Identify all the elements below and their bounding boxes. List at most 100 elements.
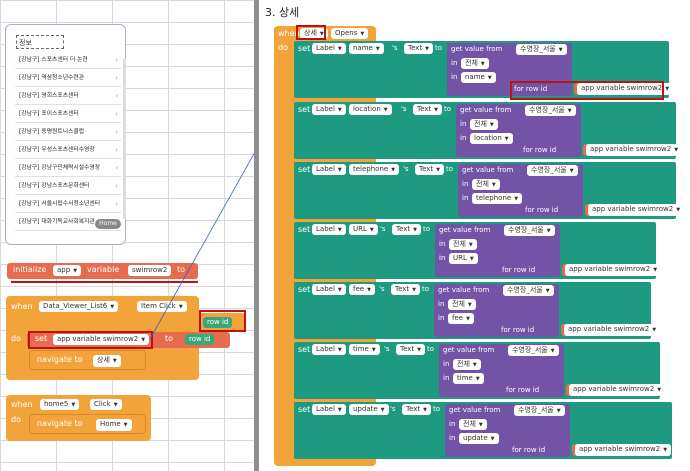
sheet-text: 전체 [474,120,487,128]
sheet-dropdown[interactable]: 전체▼ [461,58,489,69]
row-variable-dropdown[interactable]: app variable swimrow2▼ [586,144,683,156]
data-source-dropdown[interactable]: 수영장_서울▼ [508,345,559,356]
row-variable-dropdown[interactable]: app variable swimrow2▼ [577,83,674,95]
component-type-dropdown[interactable]: Label▼ [312,164,346,175]
row-variable-dropdown[interactable]: app variable swimrow2▼ [564,324,661,336]
list-item[interactable]: [강남구] 동명원트니스클럽› [15,123,121,141]
variable-name-field[interactable]: swimrow2 [128,265,172,276]
label-name-dropdown[interactable]: name▼ [349,43,384,54]
property-dropdown[interactable]: Text▼ [391,284,421,295]
data-source-dropdown[interactable]: 수영장_서울▼ [527,165,578,176]
screen-dropdown[interactable]: Home▼ [96,419,132,431]
column-dropdown[interactable]: name▼ [461,72,496,83]
component-type-dropdown[interactable]: Label▼ [312,344,346,355]
list-item[interactable]: [강남구] 역삼청소년수련관› [15,69,121,87]
data-source-dropdown[interactable]: 수영장_서울▼ [514,405,565,416]
label-name-dropdown[interactable]: time▼ [349,344,380,355]
event-dropdown[interactable]: Item Click▼ [137,301,187,312]
list-item[interactable]: [강남구] 서울시립수서청소년센터› [15,195,121,213]
label-name-dropdown[interactable]: URL▼ [349,224,378,235]
event-dropdown[interactable]: Opens▼ [331,28,369,39]
column-dropdown[interactable]: URL▼ [449,253,478,264]
row-variable-dropdown[interactable]: app variable swimrow2▼ [575,444,672,456]
label-name-dropdown[interactable]: fee▼ [349,284,375,295]
property-dropdown[interactable]: Text▼ [392,224,422,235]
property-dropdown[interactable]: Text▼ [413,104,443,115]
sheet-dropdown[interactable]: 전체▼ [472,179,500,190]
scope-dropdown[interactable]: app▼ [53,265,82,276]
data-viewer-list[interactable]: [강남구] 스포츠센터 더 논현›[강남구] 역삼청소년수련관›[강남구] 영희… [15,51,121,235]
list-item[interactable]: [강남구] 포이스포츠센터› [15,105,121,123]
component-type-dropdown[interactable]: Label▼ [312,224,346,235]
row-id-variable-getter[interactable]: app variable swimrow2▼ [574,83,674,95]
sheet-dropdown[interactable]: 전체▼ [459,419,487,430]
data-source-dropdown[interactable]: 수영장_서울▼ [525,105,576,116]
row-id-variable-getter[interactable]: app variable swimrow2▼ [566,384,666,396]
row-id-getter[interactable]: row id [185,334,215,345]
list-item[interactable]: [강남구] 강남스포츠문화센터› [15,177,121,195]
row-variable-dropdown[interactable]: app variable swimrow2▼ [565,264,662,276]
data-source-dropdown[interactable]: 수영장_서울▼ [516,44,567,55]
navigate-block[interactable]: navigate to Home▼ [29,414,146,434]
column-dropdown[interactable]: update▼ [459,433,499,444]
label-name-dropdown[interactable]: location▼ [349,104,392,115]
row-variable-dropdown[interactable]: app variable swimrow2▼ [569,384,666,396]
sheet-dropdown[interactable]: 전체▼ [453,359,481,370]
property-dropdown[interactable]: Text▼ [415,164,445,175]
initialize-variable-block[interactable]: initialize app▼ variable swimrow2 to [7,263,198,279]
row-id-variable-getter[interactable]: app variable swimrow2▼ [583,144,683,156]
column-dropdown[interactable]: time▼ [453,373,484,384]
scrollbar[interactable] [123,59,126,219]
component-type-dropdown[interactable]: Label▼ [312,284,346,295]
row-id-variable-getter[interactable]: app variable swimrow2▼ [585,204,685,216]
home-button[interactable]: Home [95,219,121,229]
sheet-dropdown[interactable]: 전체▼ [448,299,476,310]
component-type-dropdown[interactable]: Label▼ [312,43,346,54]
list-item[interactable]: [강남구] 강남구민체력시설수영장› [15,159,121,177]
column-dropdown[interactable]: fee▼ [448,313,474,324]
sheet-dropdown[interactable]: 전체▼ [449,239,477,250]
label-name-dropdown[interactable]: update▼ [349,404,389,415]
data-source-dropdown[interactable]: 수영장_서울▼ [504,225,555,236]
row-id-variable-getter[interactable]: app variable swimrow2▼ [561,324,661,336]
data-source-dropdown[interactable]: 수영장_서울▼ [503,285,554,296]
property-dropdown[interactable]: Text▼ [404,43,434,54]
row-variable-dropdown[interactable]: app variable swimrow2▼ [588,204,685,216]
column-dropdown[interactable]: telephone▼ [472,193,523,204]
list-item[interactable]: [강남구] 우성스포츠센터수영장› [15,141,121,159]
component-dropdown[interactable]: Data_Viewer_List6▼ [39,301,119,312]
sheet-dropdown[interactable]: 전체▼ [470,119,498,130]
event-dropdown[interactable]: Click▼ [90,399,122,410]
variable-dropdown[interactable]: app variable swimrow2▼ [53,334,150,345]
component-type-dropdown[interactable]: Label▼ [312,104,346,115]
list-item[interactable]: [강남구] 스포츠센터 더 논현› [15,51,121,69]
navigate-block[interactable]: navigate to 상세▼ [29,350,146,370]
property-dropdown[interactable]: Text▼ [396,344,426,355]
component-type-dropdown[interactable]: Label▼ [312,404,346,415]
screen-dropdown[interactable]: 상세▼ [93,355,121,367]
property-dropdown[interactable]: Text▼ [402,404,432,415]
selected-label-component[interactable]: 정보 [16,35,64,49]
screen-dropdown[interactable]: 상세▼ [300,28,328,39]
label-name-dropdown[interactable]: telephone▼ [349,164,400,175]
row-id-variable-getter[interactable]: app variable swimrow2▼ [562,264,662,276]
pane-divider[interactable] [254,0,259,471]
column-dropdown[interactable]: location▼ [470,133,513,144]
component-dropdown[interactable]: home5▼ [40,399,80,410]
row-id-variable-getter[interactable]: app variable swimrow2▼ [572,444,672,456]
list-item[interactable]: [강남구] 영희스포츠센터› [15,87,121,105]
